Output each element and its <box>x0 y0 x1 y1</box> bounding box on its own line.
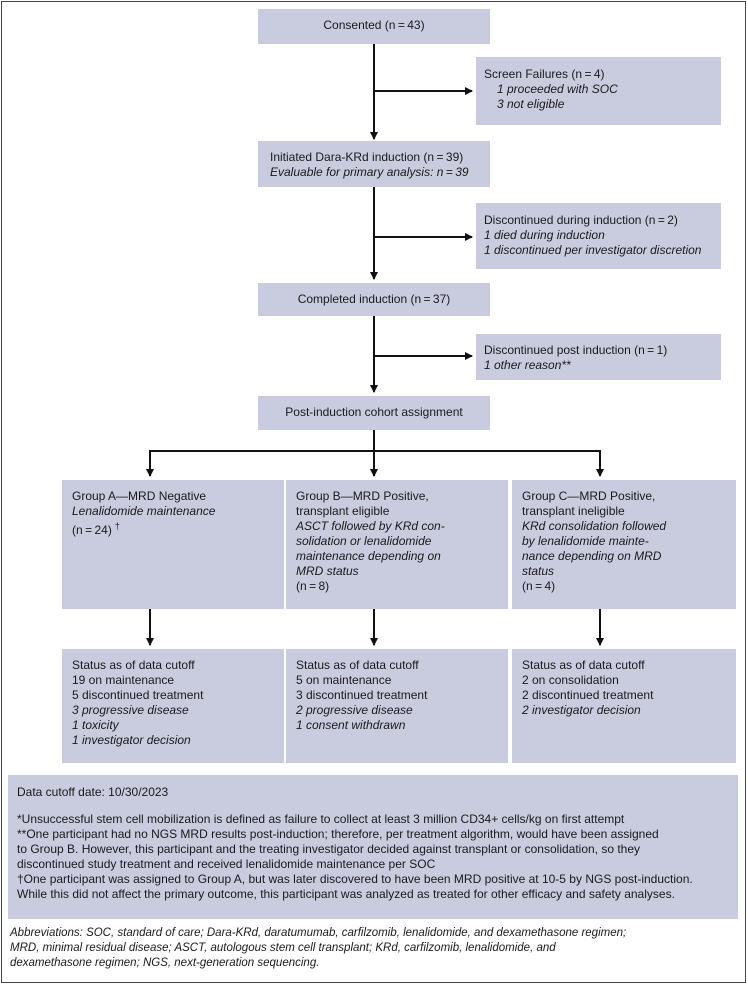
group-c-box: Group C—MRD Positive, transplant ineligi… <box>512 480 736 609</box>
status-b-title: Status as of data cutoff <box>296 658 419 672</box>
group-c-treatment: status <box>522 564 555 578</box>
data-cutoff-date: Data cutoff date: 10/30/2023 <box>17 785 169 799</box>
status-a-title: Status as of data cutoff <box>72 658 195 672</box>
discontinued-post-title: Discontinued post induction (n = 1) <box>484 343 668 357</box>
group-c-title: Group C—MRD Positive, <box>522 489 656 503</box>
discontinued-induction-box: Discontinued during induction (n = 2) 1 … <box>476 203 721 269</box>
completed-induction-label: Completed induction (n = 37) <box>297 292 451 306</box>
abbreviations-line: Abbreviations: SOC, standard of care; Da… <box>10 927 627 939</box>
status-a-line: 1 toxicity <box>72 718 119 732</box>
group-c-treatment: by lenalidomide mainte- <box>522 534 649 548</box>
cohort-assignment-box: Post-induction cohort assignment <box>258 396 490 430</box>
status-a-box: Status as of data cutoff 19 on maintenan… <box>62 649 284 763</box>
group-a-treatment: Lenalidomide maintenance <box>72 504 216 518</box>
group-b-title: Group B—MRD Positive, <box>296 489 429 503</box>
footnotes-box: Data cutoff date: 10/30/2023 *Unsuccessf… <box>8 775 738 919</box>
footnote-no-ngs: **One participant had no NGS MRD results… <box>17 827 659 841</box>
group-b-treatment: ASCT followed by KRd con- <box>296 519 445 533</box>
abbreviations-line: dexamethasone regimen; NGS, next-generat… <box>10 957 320 969</box>
group-b-subtitle: transplant eligible <box>296 504 390 518</box>
dagger-mark: † <box>114 521 120 531</box>
screen-failures-line: 1 proceeded with SOC <box>497 82 618 96</box>
initiated-box: Initiated Dara-KRd induction (n = 39) Ev… <box>258 141 490 187</box>
status-a-line: 5 discontinued treatment <box>72 688 204 702</box>
group-c-treatment: KRd consolidation followed <box>522 519 667 533</box>
group-b-box: Group B—MRD Positive, transplant eligibl… <box>286 480 508 609</box>
consented-label: Consented (n = 43) <box>323 18 425 32</box>
screen-failures-box: Screen Failures (n = 4) 1 proceeded with… <box>476 57 721 125</box>
discontinued-induction-title: Discontinued during induction (n = 2) <box>484 213 678 227</box>
group-a-title: Group A—MRD Negative <box>72 489 207 503</box>
initiated-title: Initiated Dara-KRd induction (n = 39) <box>270 150 464 164</box>
status-a-line: 3 progressive disease <box>72 703 189 717</box>
initiated-subtitle: Evaluable for primary analysis: n = 39 <box>270 165 469 179</box>
footnote-dagger: †One participant was assigned to Group A… <box>17 872 693 886</box>
abbreviations-line: MRD, minimal residual disease; ASCT, aut… <box>10 942 556 954</box>
group-b-treatment: maintenance depending on <box>296 549 441 563</box>
discontinued-induction-line: 1 died during induction <box>484 228 605 242</box>
group-c-subtitle: transplant ineligible <box>522 504 625 518</box>
discontinued-post-box: Discontinued post induction (n = 1) 1 ot… <box>476 334 721 380</box>
status-b-line: 1 consent withdrawn <box>296 718 406 732</box>
screen-failures-line: 3 not eligible <box>497 97 565 111</box>
abbreviations: Abbreviations: SOC, standard of care; Da… <box>10 926 740 971</box>
group-b-treatment: MRD status <box>296 564 359 578</box>
status-b-box: Status as of data cutoff 5 on maintenanc… <box>286 649 508 763</box>
group-b-count: (n = 8) <box>296 579 330 593</box>
group-a-box: Group A—MRD Negative Lenalidomide mainte… <box>62 480 284 609</box>
discontinued-induction-line: 1 discontinued per investigator discreti… <box>484 243 702 257</box>
footnote-dagger: While this did not affect the primary ou… <box>17 887 675 901</box>
screen-failures-title: Screen Failures (n = 4) <box>484 67 605 81</box>
group-a-count: (n = 24)† <box>72 521 120 537</box>
status-b-line: 5 on maintenance <box>296 673 392 687</box>
status-a-line: 1 investigator decision <box>72 733 191 747</box>
status-c-line: 2 discontinued treatment <box>522 688 654 702</box>
group-c-count: (n = 4) <box>522 579 556 593</box>
status-c-line: 2 on consolidation <box>522 673 619 687</box>
status-b-line: 2 progressive disease <box>296 703 413 717</box>
status-c-title: Status as of data cutoff <box>522 658 645 672</box>
group-b-treatment: solidation or lenalidomide <box>296 534 432 548</box>
footnote-no-ngs: discontinued study treatment and receive… <box>17 857 436 871</box>
status-a-line: 19 on maintenance <box>72 673 175 687</box>
completed-induction-box: Completed induction (n = 37) <box>258 283 490 316</box>
consented-box: Consented (n = 43) <box>258 9 490 44</box>
footnote-stem-cell: *Unsuccessful stem cell mobilization is … <box>17 812 625 826</box>
status-c-line: 2 investigator decision <box>522 703 641 717</box>
footnote-no-ngs: to Group B. However, this participant an… <box>17 842 641 856</box>
group-c-treatment: nance depending on MRD <box>522 549 662 563</box>
status-c-box: Status as of data cutoff 2 on consolidat… <box>512 649 736 763</box>
discontinued-post-line: 1 other reason** <box>484 358 571 372</box>
status-b-line: 3 discontinued treatment <box>296 688 428 702</box>
cohort-assignment-label: Post-induction cohort assignment <box>285 405 463 419</box>
